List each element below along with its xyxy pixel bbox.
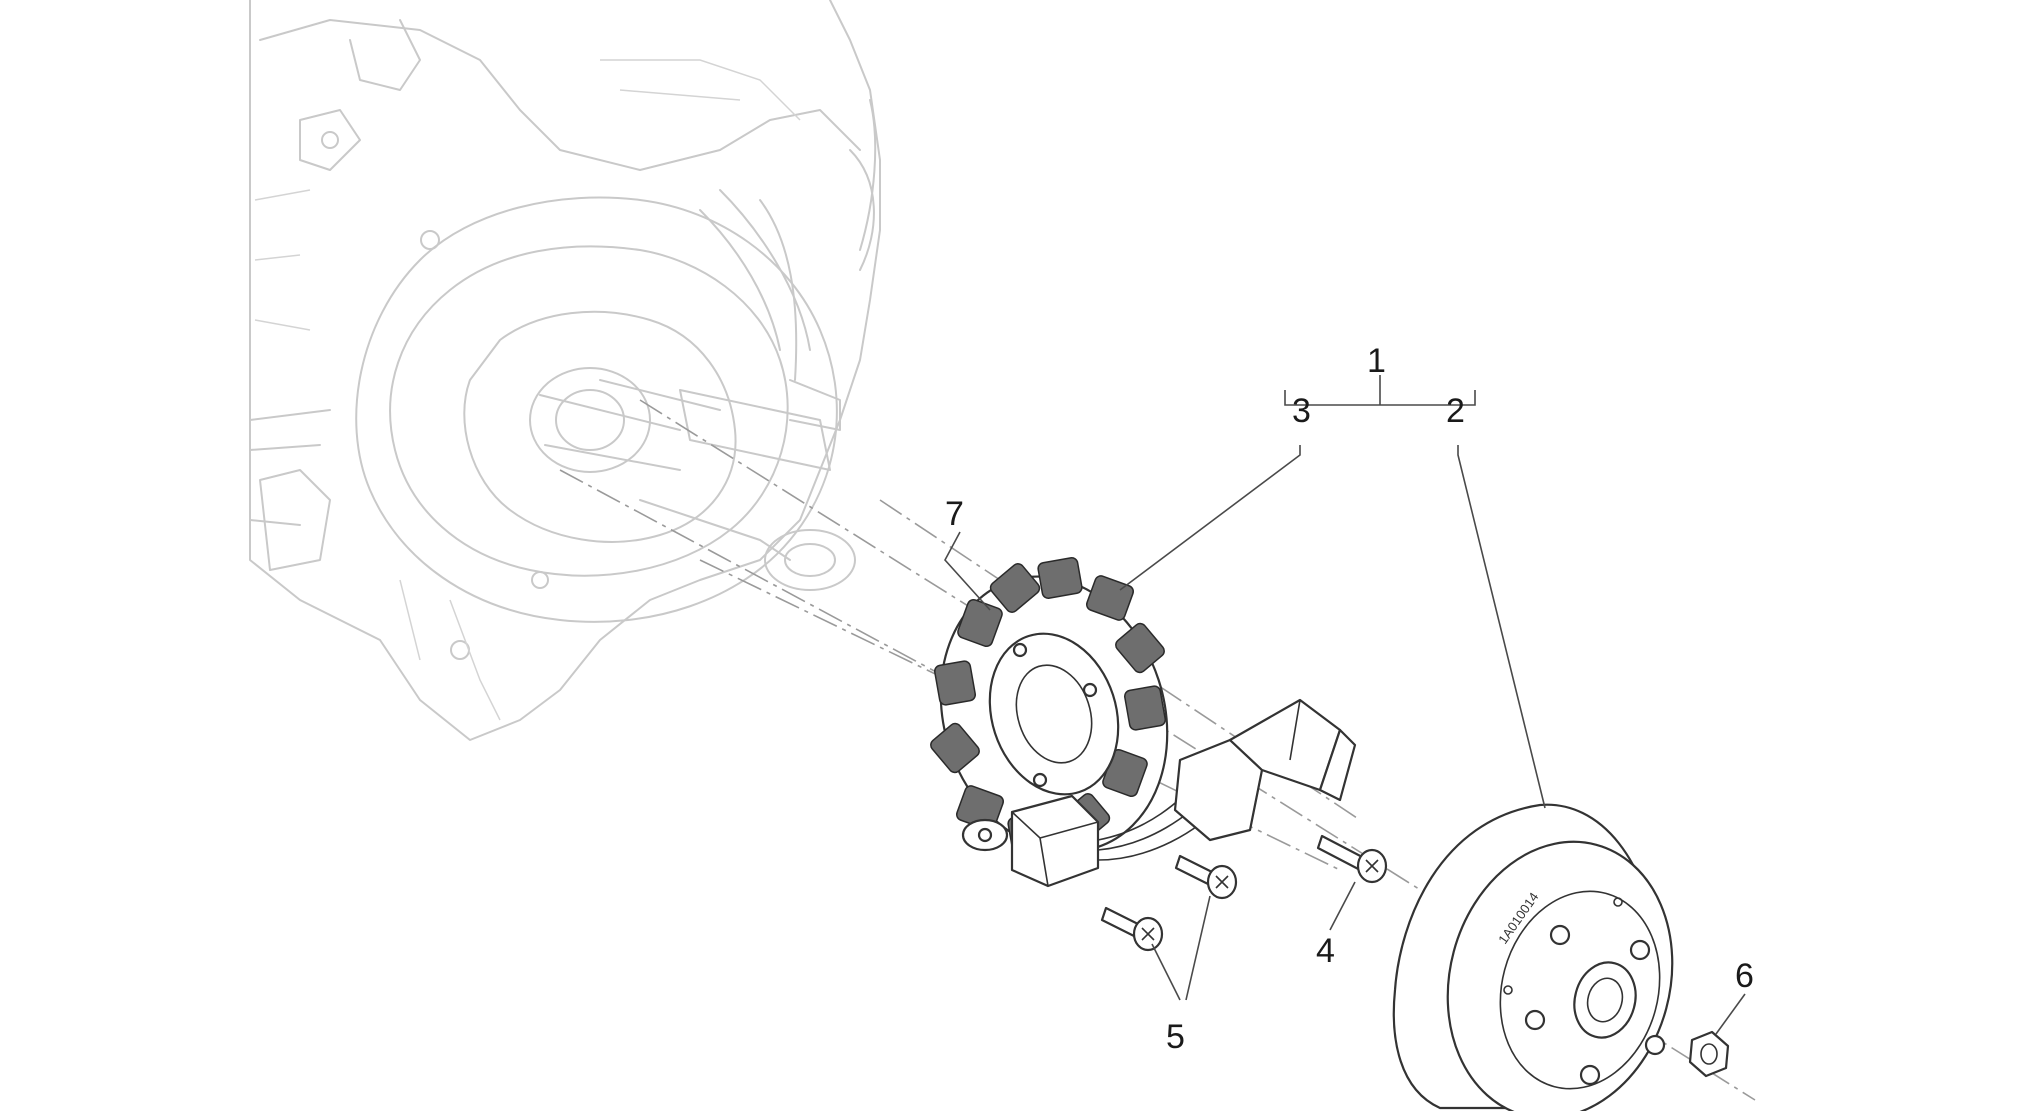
stator-screw-upper bbox=[1174, 854, 1238, 900]
pickup-screw-part bbox=[1316, 834, 1388, 884]
flywheel-part: 1A010014 bbox=[1392, 803, 1674, 1111]
callout-7: 7 bbox=[945, 495, 964, 533]
callout-1: 1 bbox=[1367, 342, 1386, 380]
leader-lines bbox=[944, 375, 1746, 1035]
callout-2: 2 bbox=[1446, 392, 1465, 430]
callout-labels: 1 2 3 4 5 6 7 bbox=[945, 342, 1754, 1056]
callout-5: 5 bbox=[1166, 1018, 1185, 1056]
callout-6: 6 bbox=[1735, 957, 1754, 995]
callout-4: 4 bbox=[1316, 932, 1335, 970]
callout-3: 3 bbox=[1292, 392, 1311, 430]
flywheel-nut-part bbox=[1688, 1030, 1730, 1078]
engine-crankcase-ghost bbox=[249, 0, 881, 741]
stator-coils bbox=[930, 557, 1166, 854]
stator-screw-lower bbox=[1100, 906, 1164, 952]
pickup-sensor-part bbox=[961, 794, 1100, 888]
stator-part bbox=[930, 557, 1169, 854]
wiring-harness-part bbox=[1097, 698, 1357, 861]
